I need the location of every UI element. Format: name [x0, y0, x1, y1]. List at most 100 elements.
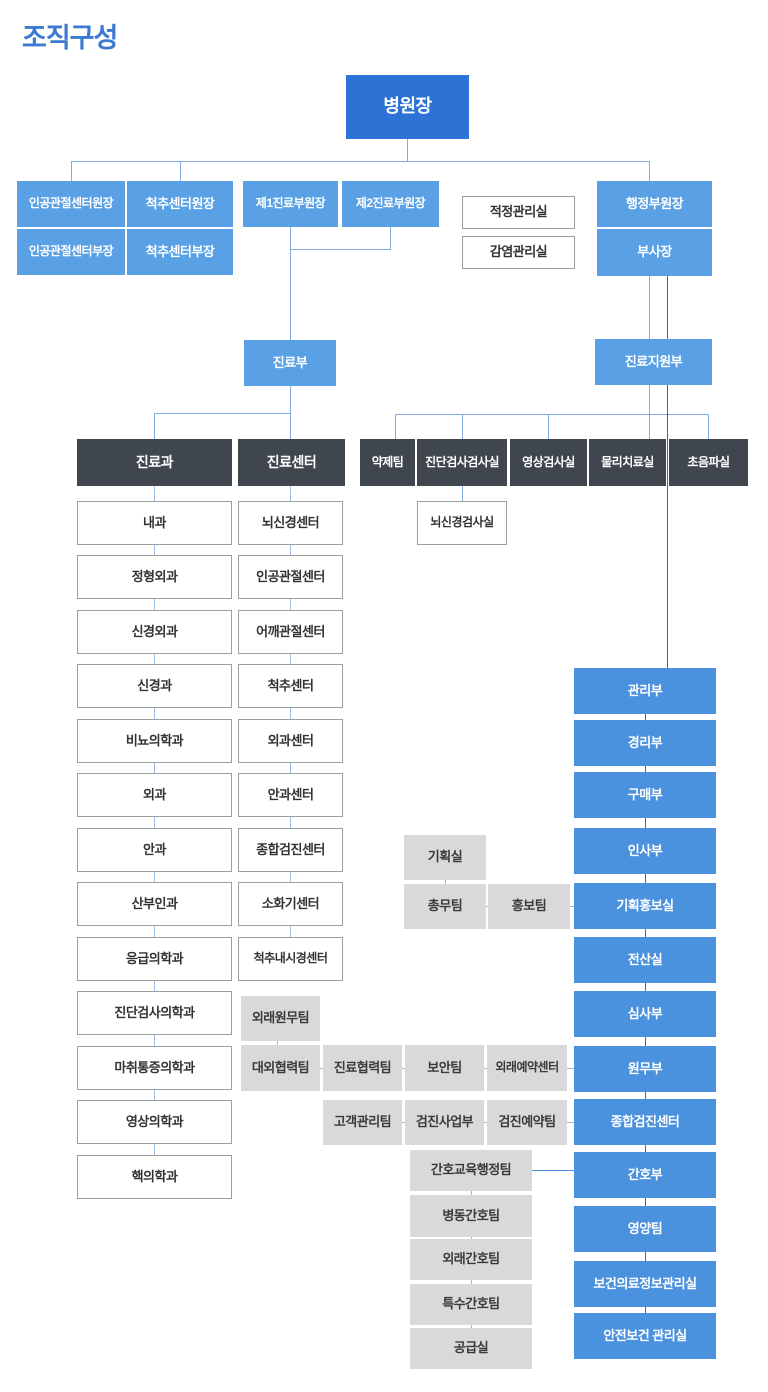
node-brain-neuro-center: 뇌신경센터 — [238, 501, 343, 545]
connector-line — [319, 1068, 324, 1069]
node-planning-pr-office: 기획홍보실 — [574, 883, 716, 929]
connector-line — [567, 1068, 574, 1069]
connector-line — [645, 714, 646, 720]
connector-line — [667, 276, 668, 668]
connector-line — [471, 1191, 472, 1195]
connector-line — [471, 1237, 472, 1239]
connector-line — [154, 545, 155, 555]
connector-line — [290, 249, 291, 340]
connector-line — [401, 1068, 406, 1069]
connector-line — [290, 486, 291, 501]
node-orthopedics: 정형외과 — [77, 555, 232, 599]
connector-line — [645, 1307, 646, 1313]
connector-line — [645, 766, 646, 772]
node-digestive-center: 소화기센터 — [238, 882, 343, 926]
connector-line — [154, 872, 155, 882]
node-anesthesiology: 마취통증의학과 — [77, 1046, 232, 1090]
node-nursing-edu-admin-team: 간호교육행정팀 — [410, 1150, 532, 1191]
header-ultrasound-room: 초음파실 — [669, 439, 748, 486]
node-urology: 비뇨의학과 — [77, 719, 232, 763]
node-infection-control-office: 감염관리실 — [462, 236, 575, 269]
node-health-checkup-center: 종합검진센터 — [238, 828, 343, 872]
connector-line — [154, 486, 155, 501]
connector-line — [407, 139, 408, 161]
connector-line — [290, 386, 291, 413]
connector-line — [290, 249, 391, 250]
connector-line — [154, 413, 155, 439]
connector-line — [532, 1170, 574, 1171]
header-imaging-lab: 영상검사실 — [510, 439, 587, 486]
header-physical-therapy: 물리치료실 — [589, 439, 666, 486]
node-vice-president: 부사장 — [597, 229, 712, 276]
connector-line — [154, 1090, 155, 1100]
node-ophthalmology: 안과 — [77, 828, 232, 872]
node-neuro-exam-room: 뇌신경검사실 — [417, 501, 507, 545]
connector-line — [71, 161, 650, 162]
node-neurology: 신경과 — [77, 664, 232, 708]
node-general-affairs-team: 총무팀 — [404, 884, 486, 929]
connector-line — [645, 1145, 646, 1152]
connector-line — [154, 413, 291, 414]
connector-line — [154, 817, 155, 828]
node-spine-center-director: 척추센터원장 — [127, 181, 233, 227]
connector-line — [645, 1198, 646, 1206]
connector-line — [290, 545, 291, 555]
node-management-dept: 관리부 — [574, 668, 716, 714]
connector-line — [154, 708, 155, 719]
connector-line — [570, 906, 574, 907]
connector-line — [645, 983, 646, 991]
node-spine-center: 척추센터 — [238, 664, 343, 708]
node-health-info-mgmt-office: 보건의료정보관리실 — [574, 1261, 716, 1307]
node-emergency-medicine: 응급의학과 — [77, 937, 232, 981]
connector-line — [401, 1122, 406, 1123]
node-laboratory-medicine: 진단검사의학과 — [77, 991, 232, 1035]
node-outpatient-nursing-team: 외래간호팀 — [410, 1239, 532, 1280]
connector-line — [154, 599, 155, 610]
connector-line — [645, 1037, 646, 1046]
node-purchasing-dept: 구매부 — [574, 772, 716, 818]
node-nutrition-team: 영양팀 — [574, 1206, 716, 1252]
connector-line — [649, 385, 650, 439]
node-outpatient-booking-center: 외래예약센터 — [487, 1045, 567, 1091]
connector-line — [395, 414, 709, 415]
node-neurosurgery: 신경외과 — [77, 610, 232, 654]
connector-line — [290, 763, 291, 773]
node-supply-room: 공급실 — [410, 1328, 532, 1369]
node-outpatient-affairs-team: 외래원무팀 — [241, 996, 320, 1041]
connector-line — [483, 1122, 488, 1123]
node-checkup-center-dept: 종합검진센터 — [574, 1099, 716, 1145]
node-joint-center-deputy: 인공관절센터부장 — [17, 229, 125, 275]
connector-line — [645, 818, 646, 828]
page-title: 조직구성 — [22, 23, 118, 53]
connector-line — [645, 1092, 646, 1099]
connector-line — [290, 599, 291, 610]
connector-line — [395, 414, 396, 439]
connector-line — [445, 880, 446, 884]
connector-line — [290, 654, 291, 664]
connector-line — [154, 981, 155, 991]
connector-line — [154, 926, 155, 937]
node-spine-endoscopy-center: 척추내시경센터 — [238, 937, 343, 981]
node-hospital-director: 병원장 — [346, 75, 469, 139]
connector-line — [71, 161, 72, 181]
connector-line — [645, 874, 646, 883]
connector-line — [290, 227, 291, 249]
connector-line — [649, 276, 650, 339]
connector-line — [708, 414, 709, 439]
node-internal-medicine: 내과 — [77, 501, 232, 545]
node-special-nursing-team: 특수간호팀 — [410, 1284, 532, 1325]
node-accounting-dept: 경리부 — [574, 720, 716, 766]
node-joint-center: 인공관절센터 — [238, 555, 343, 599]
connector-line — [645, 929, 646, 937]
connector-line — [390, 227, 391, 249]
node-shoulder-center: 어깨관절센터 — [238, 610, 343, 654]
node-eye-center: 안과센터 — [238, 773, 343, 817]
connector-line — [290, 708, 291, 719]
node-pr-team: 홍보팀 — [488, 884, 570, 929]
connector-line — [462, 414, 463, 439]
node-safety-health-office: 안전보건 관리실 — [574, 1313, 716, 1359]
node-nuclear-medicine: 핵의학과 — [77, 1155, 232, 1199]
connector-line — [462, 486, 463, 501]
node-it-room: 전산실 — [574, 937, 716, 983]
